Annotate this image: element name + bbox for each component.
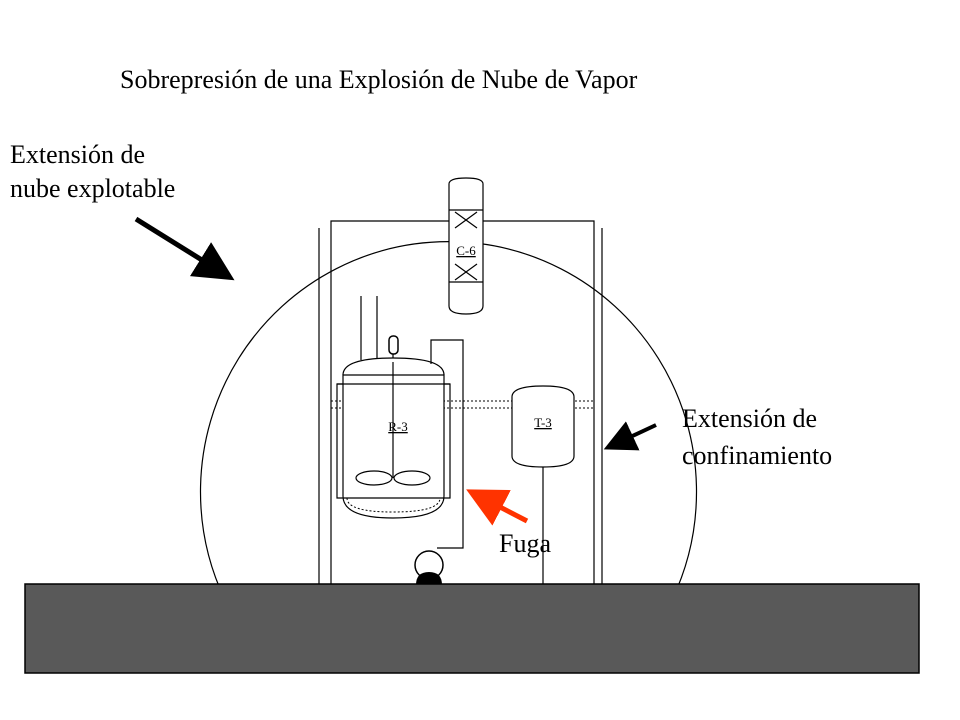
tank-t3-label: T-3 [534,415,552,430]
cloud-extent-label-line2: nube explotable [10,174,175,203]
cloud-extent-arrow [134,216,235,281]
ground-slab [24,583,920,674]
tank-t3: T-3 [511,385,575,585]
column-c6-label: C-6 [456,243,476,258]
leak-label: Fuga [499,529,551,558]
confinement-extent-label-line1: Extensión de [682,404,817,433]
confinement-extent-arrow [603,421,657,451]
leak-arrow [466,489,529,526]
confinement-extent-label-line2: confinamiento [682,441,832,470]
reactor-r3-label: R-3 [388,419,408,434]
column-c6: C-6 [448,177,484,315]
reactor-r3: R-3 [336,335,464,549]
diagram-title: Sobrepresión de una Explosión de Nube de… [120,65,638,94]
cloud-extent-label-line1: Extensión de [10,140,145,169]
pump [414,550,444,585]
agitator-motor [388,335,399,355]
